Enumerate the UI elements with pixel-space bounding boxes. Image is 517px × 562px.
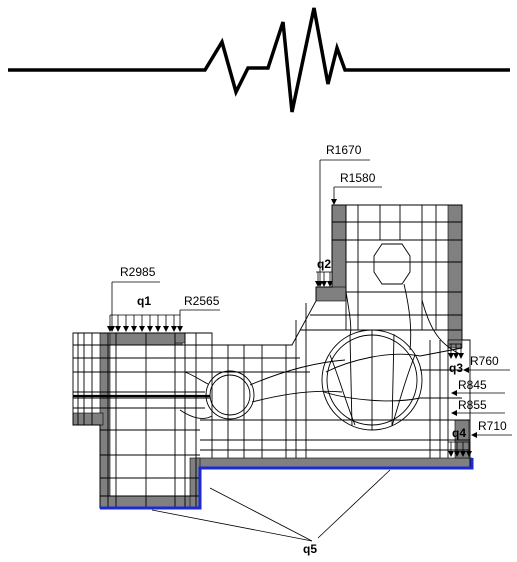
leader-r1580 (331, 186, 382, 205)
load-q3-arrows (448, 343, 464, 359)
seismic-waveform (8, 7, 510, 113)
load-q2-arrows (315, 271, 333, 287)
label-r845: R845 (458, 378, 487, 392)
label-q1: q1 (137, 294, 151, 308)
label-r1580: R1580 (340, 171, 376, 185)
label-r2565: R2565 (184, 294, 220, 308)
leader-r2985 (109, 281, 160, 332)
load-q4-arrows (448, 441, 472, 457)
leader-r1670 (317, 159, 370, 287)
label-r710: R710 (478, 419, 507, 433)
leader-q5 (151, 469, 391, 542)
label-r1670: R1670 (326, 143, 362, 157)
base-support-line (100, 458, 474, 510)
label-q5: q5 (303, 542, 317, 556)
shaded-cells (72, 204, 473, 509)
leader-r2565 (177, 309, 220, 332)
label-r2985: R2985 (120, 265, 156, 279)
label-q4: q4 (452, 426, 466, 440)
label-q3: q3 (449, 361, 463, 375)
fe-mesh (72, 204, 473, 509)
label-r760: R760 (470, 354, 499, 368)
load-q1-arrows (107, 314, 180, 332)
label-q2: q2 (317, 257, 331, 271)
label-r855: R855 (458, 398, 487, 412)
